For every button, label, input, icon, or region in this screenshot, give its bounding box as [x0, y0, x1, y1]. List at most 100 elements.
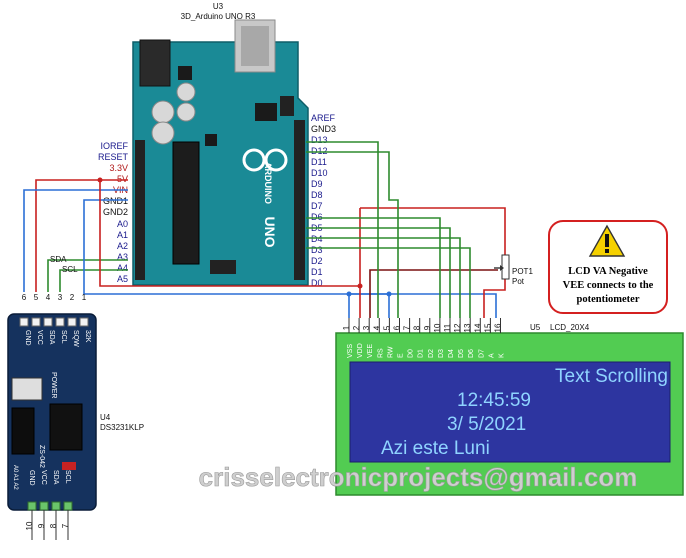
lcd-pin-number-10: 10: [433, 323, 442, 332]
lcd-ref: U5: [530, 323, 541, 332]
capacitor-1: [151, 100, 175, 124]
rtc-ref: U4: [100, 413, 111, 422]
lcd-pin-name-a: A: [488, 353, 495, 358]
lcd-line-3: 3/ 5/2021: [447, 414, 526, 435]
rtc-bottom-num-8: 8: [49, 523, 58, 528]
lcd-pin-number-1: 1: [342, 325, 351, 330]
lcd-pin-number-6: 6: [393, 325, 402, 330]
atmega-chip: [172, 141, 200, 265]
lcd-line-2: 12:45:59: [457, 390, 531, 411]
pin-a0: A0: [117, 219, 128, 229]
rtc-pin-num-2: 2: [70, 293, 75, 302]
wire-d7: [306, 247, 471, 318]
uno-text: UNO: [262, 216, 278, 247]
wire-scl: [59, 269, 128, 292]
arduino-logo: ARDUINO UNO: [242, 148, 288, 248]
power-jack: [139, 39, 171, 87]
pin-d8: D8: [311, 190, 323, 200]
rtc-top-vcc: VCC: [36, 330, 43, 345]
lcd-pin-name-vdd: VDD: [357, 343, 364, 358]
lcd-pin-number-5: 5: [382, 325, 391, 330]
lcd-pin-number-8: 8: [413, 325, 422, 330]
rtc-bottom-sda: SDA: [52, 470, 59, 485]
rtc-top-scl: SCL: [60, 330, 67, 344]
potentiometer: POT1 Pot: [494, 254, 533, 286]
rtc-top-sqw: SQW: [72, 330, 79, 347]
pin-3v3: 3.3V: [109, 163, 128, 173]
pin-gnd3: GND3: [311, 124, 336, 134]
right-header: [294, 120, 305, 280]
arduino-right-pins: AREF GND3 D13 D12 D11 D10 D9 D8 D7 D6 D5…: [311, 113, 336, 288]
warning-line-3: potentiometer: [577, 294, 640, 305]
lcd-pin-number-9: 9: [423, 325, 432, 330]
pin-d12: D12: [311, 146, 328, 156]
pin-d4: D4: [311, 234, 323, 244]
pin-a4: A4: [117, 263, 128, 273]
pin-d7: D7: [311, 201, 323, 211]
wire-e: [306, 151, 399, 318]
rtc-bottom-num-9: 9: [37, 523, 46, 528]
lcd-pin-name-d3: D3: [438, 349, 445, 358]
lcd-pin-number-14: 14: [473, 323, 482, 332]
rtc-pin-num-4: 4: [46, 293, 51, 302]
rtc-chip-label: ZS-042: [38, 445, 45, 468]
lcd-pin-name-d5: D5: [458, 349, 465, 358]
pin-d10: D10: [311, 168, 328, 178]
wire-sda: [47, 259, 128, 292]
lcd-pin-name-vee: VEE: [367, 344, 374, 358]
pin-d3: D3: [311, 245, 323, 255]
arduino-logo-text: ARDUINO: [263, 162, 273, 204]
rtc-pin-num-6: 6: [22, 293, 27, 302]
lcd-name: LCD_20X4: [550, 323, 590, 332]
pin-a5: A5: [117, 274, 128, 284]
lcd-pins: 1VSS2VDD3VEE4RS5RW6E7D08D19D210D311D412D…: [342, 318, 506, 358]
rtc-power-label: POWER: [50, 372, 57, 398]
pin-a2: A2: [117, 241, 128, 251]
rtc-pin-num-3: 3: [58, 293, 63, 302]
rtc-top-sda: SDA: [48, 330, 55, 345]
pin-d0: D0: [311, 278, 323, 288]
warning-line-1: LCD VA Negative: [568, 266, 648, 277]
pin-d6: D6: [311, 212, 323, 222]
lcd-pin-name-d4: D4: [448, 349, 455, 358]
pot-ref: POT1: [512, 267, 533, 276]
warning-triangle-icon: [588, 224, 626, 257]
lcd-pin-name-d0: D0: [408, 349, 415, 358]
rtc-bottom-num-7: 7: [61, 523, 70, 528]
wire-gnd: [23, 189, 128, 292]
wires: [23, 141, 506, 318]
lcd-pin-number-2: 2: [352, 325, 361, 330]
pin-ioref: IOREF: [100, 141, 128, 151]
lcd-pin-name-d6: D6: [468, 349, 475, 358]
lcd-screen: [349, 361, 671, 463]
lcd-pin-number-4: 4: [372, 325, 381, 330]
rtc-pin-num-1: 1: [82, 293, 87, 302]
label-scl: SCL: [62, 265, 78, 274]
lcd-pin-number-3: 3: [362, 325, 371, 330]
lcd-pin-name-rs: RS: [377, 348, 384, 358]
pin-reset: RESET: [98, 152, 129, 162]
lcd-pin-name-rw: RW: [387, 346, 394, 358]
rtc-top-gnd: GND: [24, 330, 31, 346]
label-sda: SDA: [50, 255, 67, 264]
rtc-top-32k: 32K: [84, 330, 91, 343]
lcd-pin-name-d7: D7: [478, 349, 485, 358]
pin-d11: D11: [311, 157, 327, 167]
arduino-ref: U3: [213, 2, 224, 11]
lcd-line-1: Text Scrolling: [555, 366, 668, 387]
pin-d2: D2: [311, 256, 323, 266]
lcd-pin-name-k: K: [499, 353, 506, 358]
lcd-pin-number-15: 15: [483, 323, 492, 332]
pin-a3: A3: [117, 252, 128, 262]
left-header: [135, 140, 145, 280]
wire-d6: [306, 237, 461, 318]
wire-d4: [306, 217, 441, 318]
watermark: crisselectronicprojects@gmail.com: [199, 462, 638, 492]
rtc-bottom-num-10: 10: [25, 521, 34, 530]
rtc-module: 6 5 4 3 2 1 GND VCC SDA SCL SQW 32K POWE…: [7, 293, 144, 540]
pin-5v: 5V: [117, 174, 128, 184]
lcd-pin-number-11: 11: [443, 323, 452, 332]
pin-a1: A1: [117, 230, 128, 240]
wire-rs: [306, 141, 379, 318]
